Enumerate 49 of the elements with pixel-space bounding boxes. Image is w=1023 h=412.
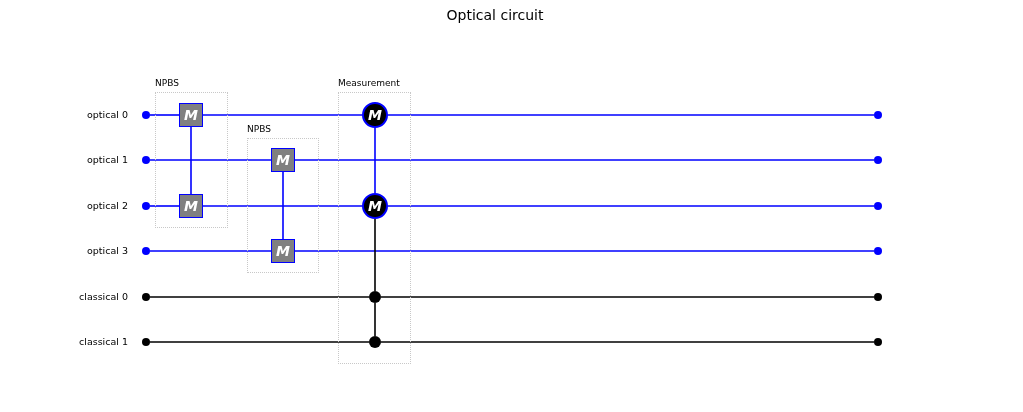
beam-splitter-gate: M bbox=[179, 194, 203, 218]
wire bbox=[387, 114, 875, 116]
wire bbox=[149, 341, 370, 343]
wire-terminal bbox=[142, 247, 150, 255]
wire bbox=[294, 250, 875, 252]
wire-label: optical 2 bbox=[86, 200, 128, 212]
wire-label: classical 1 bbox=[78, 336, 128, 348]
wire-terminal bbox=[142, 338, 150, 346]
wire-label: classical 0 bbox=[78, 291, 128, 303]
beam-splitter-gate: M bbox=[179, 103, 203, 127]
control-dot bbox=[369, 336, 381, 348]
wire bbox=[149, 205, 180, 207]
wire-terminal bbox=[142, 202, 150, 210]
gate-connector bbox=[374, 127, 376, 194]
wire bbox=[202, 114, 363, 116]
diagram-title: Optical circuit bbox=[445, 7, 545, 23]
wire bbox=[149, 296, 370, 298]
group-label: NPBS bbox=[155, 78, 179, 89]
wire-terminal bbox=[142, 156, 150, 164]
wire-terminal bbox=[874, 111, 882, 119]
wire bbox=[149, 159, 272, 161]
wire-terminal bbox=[874, 156, 882, 164]
group-label: NPBS bbox=[247, 124, 271, 135]
wire bbox=[387, 205, 875, 207]
wire bbox=[202, 205, 363, 207]
beam-splitter-gate: M bbox=[271, 239, 295, 263]
wire bbox=[294, 159, 875, 161]
measurement-gate: M bbox=[362, 102, 388, 128]
gate-connector bbox=[374, 302, 376, 337]
wire bbox=[149, 114, 180, 116]
wire-terminal bbox=[142, 293, 150, 301]
wire-terminal bbox=[142, 111, 150, 119]
wire-label: optical 3 bbox=[86, 245, 128, 257]
beam-splitter-gate: M bbox=[271, 148, 295, 172]
wire-terminal bbox=[874, 247, 882, 255]
measurement-gate: M bbox=[362, 193, 388, 219]
group-label: Measurement bbox=[338, 78, 400, 89]
wire-label: optical 1 bbox=[86, 154, 128, 166]
wire-terminal bbox=[874, 202, 882, 210]
gate-connector bbox=[374, 218, 376, 292]
wire-terminal bbox=[874, 293, 882, 301]
control-dot bbox=[369, 291, 381, 303]
wire-label: optical 0 bbox=[86, 109, 128, 121]
wire bbox=[380, 341, 875, 343]
gate-connector bbox=[190, 126, 192, 195]
wire bbox=[149, 250, 272, 252]
wire bbox=[380, 296, 875, 298]
wire-terminal bbox=[874, 338, 882, 346]
gate-connector bbox=[282, 171, 284, 240]
